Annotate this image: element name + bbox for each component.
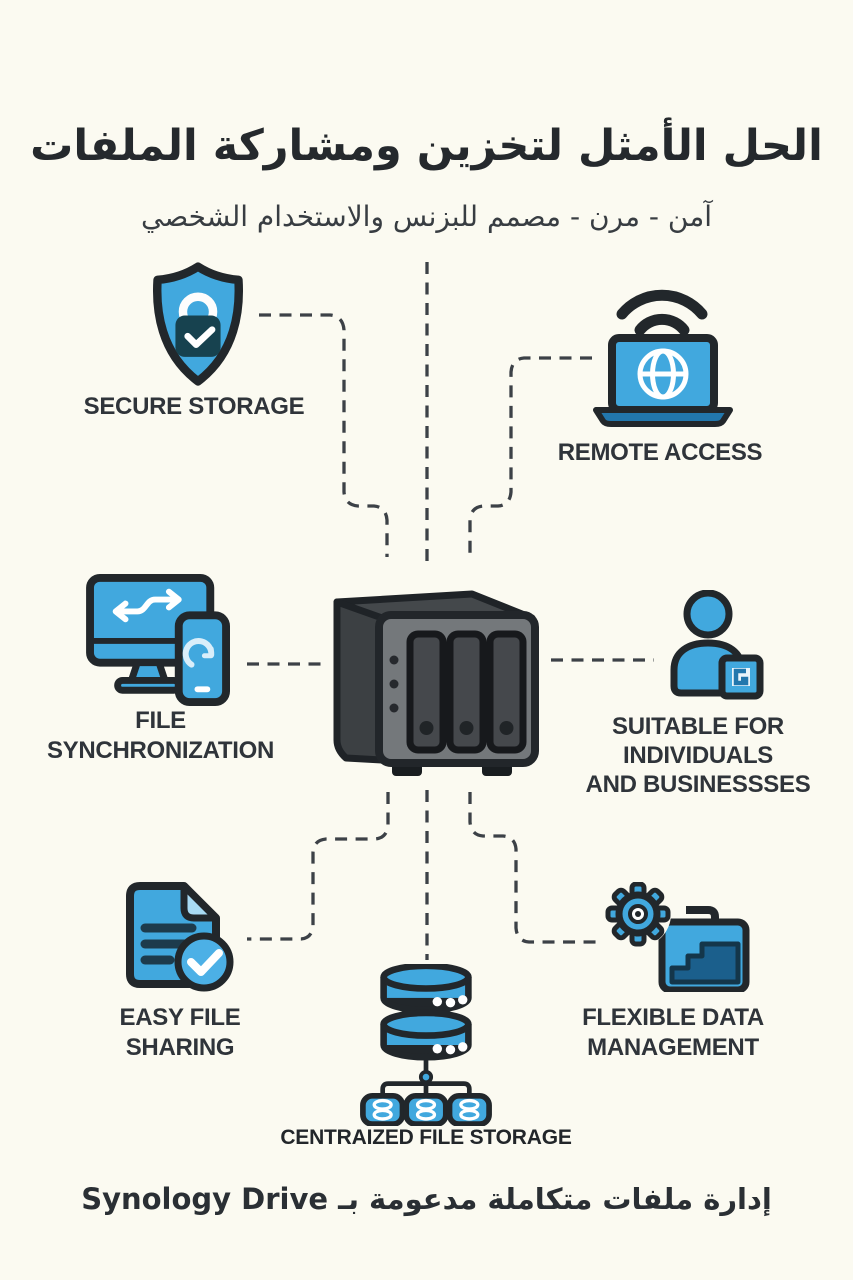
- connector-secure-to-nas: [259, 313, 389, 557]
- connector-nas-to-management: [468, 792, 598, 944]
- suitable-label: SUITABLE FOR INDIVIDUALS AND BUSINESSSES: [585, 713, 811, 798]
- monitor-phone-sync-icon: [86, 573, 231, 707]
- page-subtitle: آمن - مرن - مصمم للبزنس والاستخدام الشخص…: [141, 200, 712, 233]
- footer-tagline: إدارة ملفات متكاملة مدعومة بـ Synology D…: [81, 1182, 772, 1216]
- flexible-mgmt-label: FLEXIBLE DATA MANAGEMENT: [582, 1004, 764, 1061]
- connector-remote-to-nas: [468, 356, 592, 557]
- page-title: الحل الأمثل لتخزين ومشاركة الملفات: [30, 120, 824, 171]
- synology-nas-icon: [333, 590, 539, 776]
- shield-lock-icon: [153, 262, 243, 386]
- file-sync-label: FILE SYNCHRONIZATION: [46, 707, 275, 764]
- connector-nas-to-sharing: [247, 792, 390, 941]
- laptop-globe-wifi-icon: [593, 289, 733, 427]
- gear-folder-icon: [605, 882, 750, 992]
- remote-access-label: REMOTE ACCESS: [557, 439, 763, 466]
- easy-sharing-label: EASY FILE SHARING: [119, 1004, 241, 1061]
- secure-storage-label: SECURE STORAGE: [83, 393, 305, 420]
- user-badge-icon: [670, 590, 764, 700]
- database-cluster-icon: [360, 964, 492, 1126]
- centralized-storage-label: CENTRAIZED FILE STORAGE: [280, 1126, 572, 1149]
- document-check-icon: [126, 882, 234, 992]
